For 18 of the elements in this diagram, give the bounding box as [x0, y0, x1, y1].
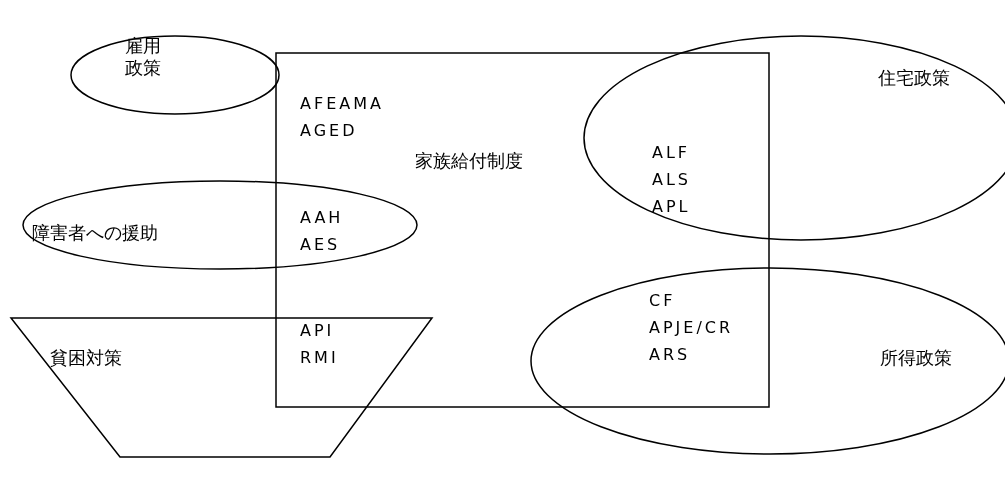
benefit-code: CF — [649, 291, 676, 311]
benefit-code: API — [300, 321, 335, 341]
benefit-code: AAH — [300, 208, 344, 228]
benefit-code: AES — [300, 235, 341, 255]
policy-label: 住宅政策 — [878, 67, 951, 89]
policy-label: 雇用政策 — [125, 35, 162, 79]
policy-label: 所得政策 — [880, 347, 953, 369]
benefit-code: AFEAMA — [300, 94, 384, 114]
benefit-code: APJE/CR — [649, 318, 734, 338]
benefit-code: ARS — [649, 345, 691, 365]
benefit-code: ALF — [652, 143, 691, 163]
benefit-code: RMI — [300, 348, 339, 368]
benefit-code: AGED — [300, 121, 358, 141]
benefit-code: ALS — [652, 170, 691, 190]
benefit-code: APL — [652, 197, 691, 217]
policy-label: 家族給付制度 — [415, 150, 524, 172]
policy-label: 障害者への援助 — [32, 222, 159, 244]
policy-label: 貧困対策 — [50, 347, 123, 369]
